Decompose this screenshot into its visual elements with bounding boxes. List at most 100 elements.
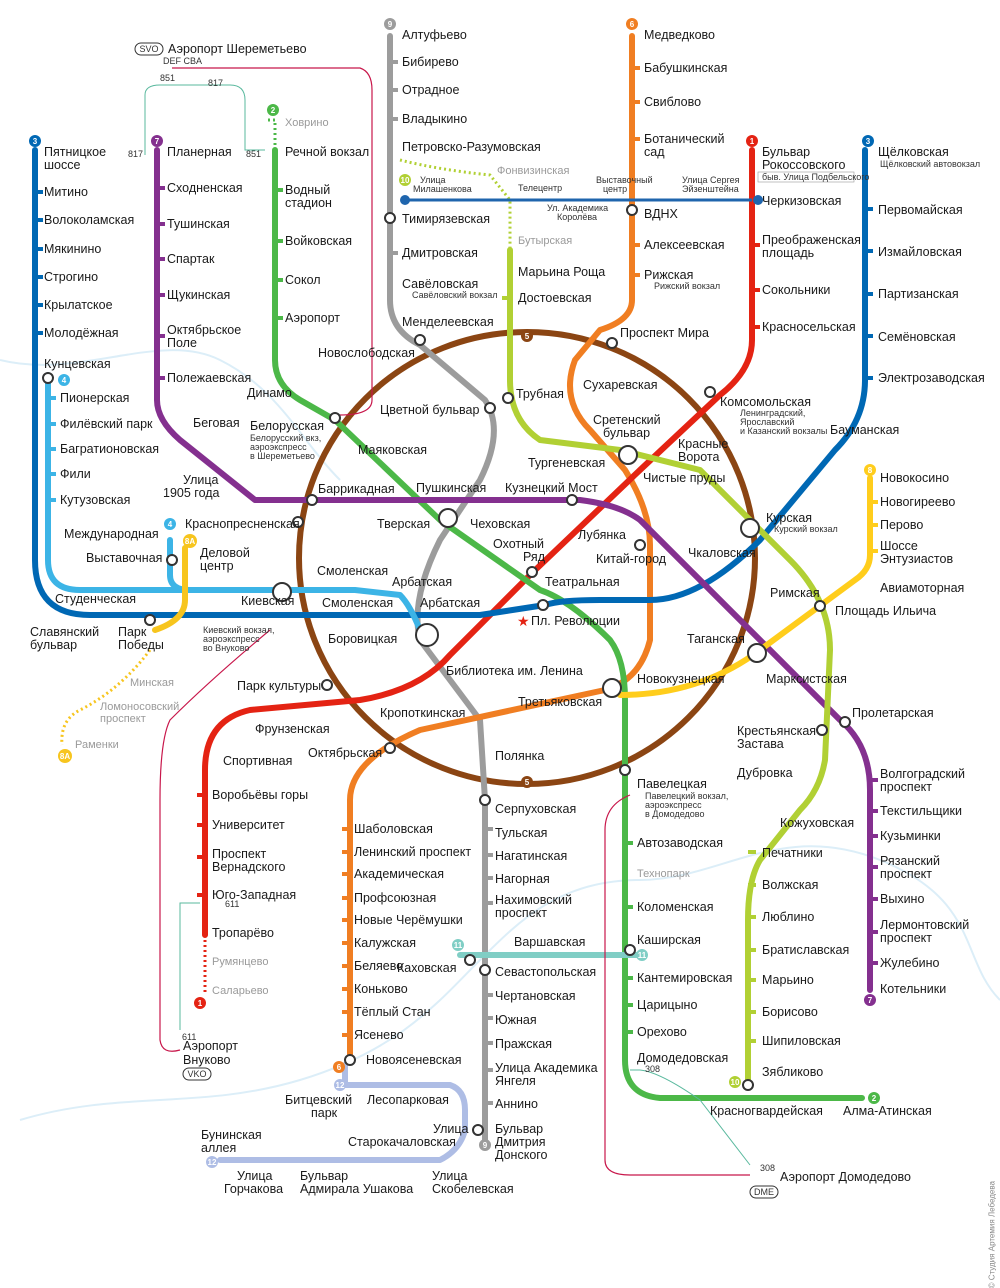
svg-text:и Казанский вокзалы: и Казанский вокзалы <box>740 426 827 436</box>
svg-text:бульвар: бульвар <box>30 638 77 652</box>
station-marksistskaya: Марксистская <box>766 672 847 686</box>
station-pervomayskaya: Первомайская <box>878 203 963 217</box>
station-ulitsa-1905: Улица <box>183 473 219 487</box>
station-lubyanka: Лубянка <box>578 528 626 542</box>
bus-vko <box>179 902 200 1030</box>
svg-text:проспект: проспект <box>880 780 932 794</box>
station-krasnogvardeyskaya: Красногвардейская <box>710 1104 823 1118</box>
station-mezhdunarodnaya: Международная <box>64 527 159 541</box>
station-vystavochny-centr: Выставочный <box>596 175 653 185</box>
line-8-path <box>617 475 873 698</box>
station-telecentr: Телецентр <box>518 183 562 193</box>
station-prospekt-mira: Проспект Мира <box>620 326 709 340</box>
svg-text:2: 2 <box>271 106 276 115</box>
station-dmitrovskaya: Дмитровская <box>402 246 478 260</box>
station-novoslobodskaya: Новослободская <box>318 346 415 360</box>
svg-text:3: 3 <box>866 137 871 146</box>
station-dinamo: Динамо <box>247 386 292 400</box>
station-bibirevo: Бибирево <box>402 55 459 69</box>
station-vorobyovy: Воробьёвы горы <box>212 788 308 802</box>
station-sevastopolskaya: Севастопольская <box>495 965 596 979</box>
svg-text:10: 10 <box>731 1078 740 1087</box>
station-zyablikovo: Зябликово <box>762 1065 823 1079</box>
svg-text:Старокачаловская: Старокачаловская <box>348 1135 456 1149</box>
station-nagatinskaya: Нагатинская <box>495 849 567 863</box>
station-varshavskaya: Варшавская <box>514 935 585 949</box>
station-otradnoe: Отрадное <box>402 83 460 97</box>
station-krylatskoe: Крылатское <box>44 298 113 312</box>
svg-text:1: 1 <box>750 137 755 146</box>
station-planernaya: Планерная <box>167 145 232 159</box>
station-troparyovo: Тропарёво <box>212 926 274 940</box>
line-2-dotted <box>265 118 277 150</box>
station-sportivnaya: Спортивная <box>223 754 292 768</box>
airport-dme[interactable]: Аэропорт Домодедово DME <box>749 1170 911 1199</box>
station-shosse: Шоссе <box>880 539 918 553</box>
station-krasnoselskaya: Красносельская <box>762 320 856 334</box>
station-shchyolkovskaya: Щёлковская <box>878 145 949 159</box>
station-bitsevsky: Битцевский <box>285 1093 352 1107</box>
line-7-path <box>154 147 873 993</box>
svg-text:Дмитрия: Дмитрия <box>495 1135 545 1149</box>
station-kuzminki: Кузьминки <box>880 829 941 843</box>
station-fili: Фили <box>60 467 91 481</box>
svg-text:бульвар: бульвар <box>603 426 650 440</box>
station-kurskaya: Курская <box>766 511 812 525</box>
svg-text:12: 12 <box>336 1081 345 1090</box>
station-mendeleevskaya: Менделеевская <box>402 315 494 329</box>
svg-text:Королёва: Королёва <box>557 212 597 222</box>
station-arbatskaya-3: Арбатская <box>420 596 480 610</box>
svg-text:308: 308 <box>760 1163 775 1173</box>
svg-text:Рижский вокзал: Рижский вокзал <box>654 281 720 291</box>
airport-svo[interactable]: SVO Аэропорт Шереметьево DEF CBA <box>134 42 307 66</box>
svg-text:Милашенкова: Милашенкова <box>413 184 472 194</box>
station-sokol: Сокол <box>285 273 321 287</box>
station-oktyabrskaya: Октябрьская <box>308 746 382 760</box>
station-rechnoy: Речной вокзал <box>285 145 369 159</box>
svg-text:проспект: проспект <box>495 906 547 920</box>
station-oktyabrskoe-pole: Октябрьское <box>167 323 241 337</box>
svg-text:Павелецкий вокзал,: Павелецкий вокзал, <box>645 791 728 801</box>
svg-text:Киевский вокзал,: Киевский вокзал, <box>203 625 275 635</box>
bus-svo <box>144 84 265 155</box>
svg-text:Янгеля: Янгеля <box>495 1074 536 1088</box>
station-semyonovskaya: Семёновская <box>878 330 956 344</box>
station-rimskaya: Римская <box>770 586 820 600</box>
station-maryina-roshcha: Марьина Роща <box>518 265 605 279</box>
svg-text:шоссе: шоссе <box>44 158 80 172</box>
station-chekhovskaya: Чеховская <box>470 517 530 531</box>
station-paveletskaya: Павелецкая <box>637 777 707 791</box>
station-bulvar-rokossovskogo: Бульвар <box>762 145 810 159</box>
station-shipilovskaya: Шипиловская <box>762 1034 841 1048</box>
station-yangel: Улица Академика <box>495 1061 598 1075</box>
station-tyoply-stan: Тёплый Стан <box>354 1005 431 1019</box>
station-kotelniki: Котельники <box>880 982 946 996</box>
station-novokosino: Новокосино <box>880 471 949 485</box>
station-delovoy: Деловой <box>200 546 250 560</box>
station-skobelevskaya: Улица <box>432 1169 468 1183</box>
station-borovitskaya: Боровицкая <box>328 632 397 646</box>
line-1-path <box>202 147 755 938</box>
station-kozhukhovskaya: Кожуховская <box>780 816 854 830</box>
station-tekstilshchiki: Текстильщики <box>880 804 962 818</box>
line-10-path <box>507 247 833 1085</box>
station-park-kultury: Парк культуры <box>237 679 321 693</box>
station-kievskaya: Киевская <box>241 594 294 608</box>
station-chistye-prudy: Чистые пруды <box>643 471 725 485</box>
station-tsaritsyno: Царицыно <box>637 998 697 1012</box>
station-studencheskaya: Студенческая <box>55 592 136 606</box>
svg-text:проспект: проспект <box>880 931 932 945</box>
svg-text:Скобелевская: Скобелевская <box>432 1182 514 1196</box>
airport-vko[interactable]: Аэропорт Внуково VKO <box>182 1039 238 1081</box>
station-labels[interactable]: Алтуфьево Бибирево Отрадное Владыкино Пе… <box>30 28 985 1196</box>
station-fonvizinskaya: Фонвизинская <box>497 165 569 177</box>
svg-text:Энтузиастов: Энтузиастов <box>880 552 953 566</box>
station-sukharevskaya: Сухаревская <box>583 378 657 392</box>
station-eizenshteina: Улица Сергея <box>682 175 740 185</box>
svg-text:Горчакова: Горчакова <box>224 1182 283 1196</box>
station-perovo: Перово <box>880 518 923 532</box>
station-maryino: Марьино <box>762 973 814 987</box>
station-kuznetsky: Кузнецкий Мост <box>505 481 598 495</box>
svg-text:Вернадского: Вернадского <box>212 860 285 874</box>
svg-text:центр: центр <box>603 184 627 194</box>
